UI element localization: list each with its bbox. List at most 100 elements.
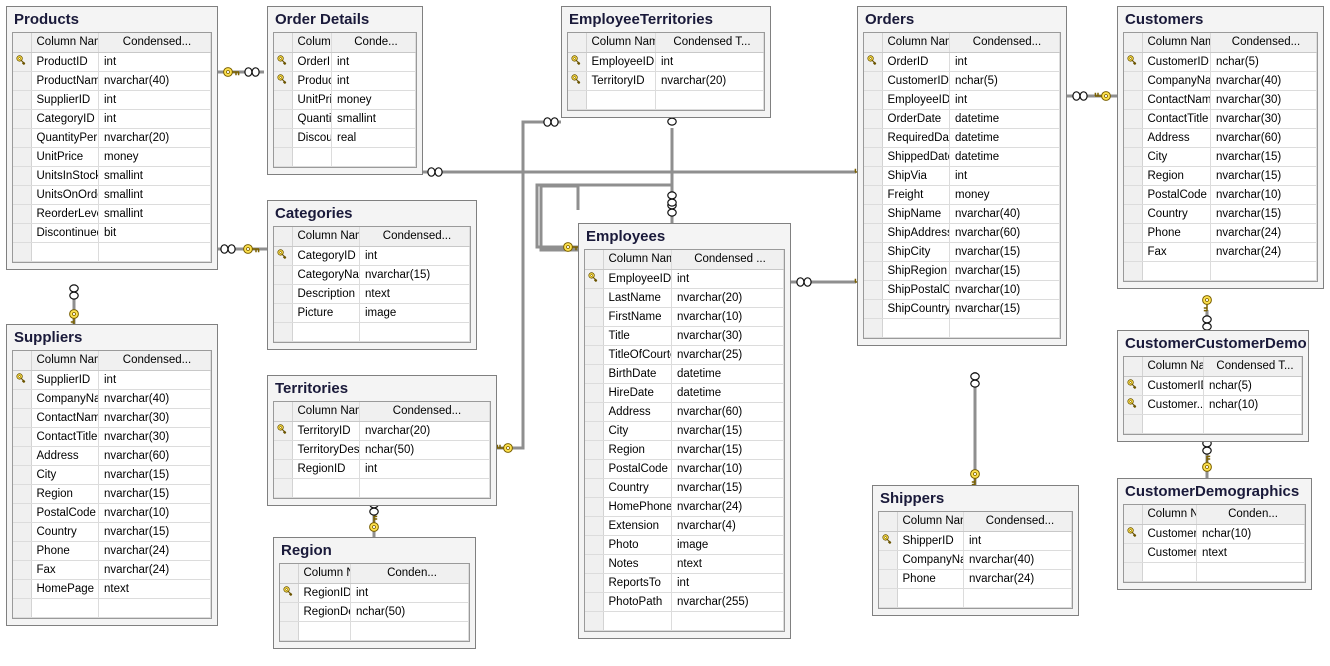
column-type-cell[interactable]: nvarchar(10) bbox=[98, 503, 211, 523]
header-column-name[interactable]: Column ... bbox=[292, 33, 332, 53]
column-name-cell[interactable]: ReorderLevel bbox=[31, 204, 99, 224]
column-name-cell[interactable]: SupplierID bbox=[31, 90, 99, 110]
column-type-cell[interactable]: nchar(5) bbox=[1210, 52, 1317, 72]
column-name-cell[interactable] bbox=[298, 621, 351, 641]
column-name-cell[interactable] bbox=[1142, 261, 1211, 281]
header-column-name[interactable]: Column Name bbox=[31, 351, 99, 371]
column-name-cell[interactable] bbox=[292, 478, 360, 498]
column-name-cell[interactable] bbox=[31, 598, 99, 618]
column-type-cell[interactable]: nchar(5) bbox=[949, 71, 1060, 91]
header-condensed-type[interactable]: Condensed... bbox=[963, 512, 1072, 532]
column-row[interactable]: QuantityPerUnitnvarchar(20) bbox=[13, 128, 211, 148]
column-name-cell[interactable]: OrderID bbox=[882, 52, 950, 72]
column-grid-customers[interactable]: Column NameCondensed...CustomerIDnchar(5… bbox=[1123, 32, 1318, 282]
column-name-cell[interactable]: Picture bbox=[292, 303, 360, 323]
column-name-cell[interactable] bbox=[1142, 562, 1197, 582]
column-type-cell[interactable]: datetime bbox=[949, 147, 1060, 167]
column-name-cell[interactable]: ProductID bbox=[292, 71, 332, 91]
header-condensed-type[interactable]: Conde... bbox=[331, 33, 416, 53]
column-type-cell[interactable]: int bbox=[331, 52, 416, 72]
column-type-cell[interactable]: nvarchar(20) bbox=[655, 71, 764, 91]
column-name-cell[interactable]: RegionID bbox=[298, 583, 351, 603]
column-type-cell[interactable]: int bbox=[98, 109, 211, 129]
column-name-cell[interactable]: PostalCode bbox=[31, 503, 99, 523]
column-type-cell[interactable]: nvarchar(30) bbox=[1210, 90, 1317, 110]
column-name-cell[interactable]: Quantity bbox=[292, 109, 332, 129]
column-type-cell[interactable] bbox=[331, 147, 416, 167]
header-condensed-type[interactable]: Condensed... bbox=[949, 33, 1060, 53]
header-condensed-type[interactable]: Conden... bbox=[350, 564, 469, 584]
column-name-cell[interactable]: ShipCountry bbox=[882, 299, 950, 319]
column-type-cell[interactable]: int bbox=[359, 459, 490, 479]
column-type-cell[interactable]: money bbox=[949, 185, 1060, 205]
column-type-cell[interactable]: money bbox=[331, 90, 416, 110]
column-name-cell[interactable]: Fax bbox=[31, 560, 99, 580]
column-row-empty[interactable] bbox=[864, 318, 1060, 338]
column-type-cell[interactable]: nvarchar(15) bbox=[98, 484, 211, 504]
column-type-cell[interactable]: nvarchar(255) bbox=[671, 592, 784, 612]
column-name-cell[interactable]: CategoryName bbox=[292, 265, 360, 285]
column-name-cell[interactable]: RegionDescription bbox=[298, 602, 351, 622]
column-name-cell[interactable]: UnitPrice bbox=[292, 90, 332, 110]
column-name-cell[interactable]: CustomerID bbox=[1142, 376, 1204, 396]
column-row-empty[interactable] bbox=[13, 242, 211, 262]
column-row-empty[interactable] bbox=[585, 611, 784, 631]
column-type-cell[interactable]: nvarchar(40) bbox=[98, 71, 211, 91]
column-type-cell[interactable]: datetime bbox=[949, 128, 1060, 148]
column-name-cell[interactable]: Address bbox=[31, 446, 99, 466]
column-type-cell[interactable]: ntext bbox=[98, 579, 211, 599]
header-column-name[interactable]: Column Name bbox=[31, 33, 99, 53]
column-row[interactable]: CompanyNamenvarchar(40) bbox=[1124, 71, 1317, 91]
column-name-cell[interactable]: Phone bbox=[1142, 223, 1211, 243]
column-grid-customer-demographics[interactable]: Column NameConden...CustomerTypeIDnchar(… bbox=[1123, 504, 1306, 583]
column-type-cell[interactable]: nvarchar(24) bbox=[98, 560, 211, 580]
column-type-cell[interactable] bbox=[949, 318, 1060, 338]
column-type-cell[interactable]: int bbox=[963, 531, 1072, 551]
column-name-cell[interactable]: TerritoryID bbox=[586, 71, 656, 91]
column-type-cell[interactable]: nvarchar(24) bbox=[98, 541, 211, 561]
column-type-cell[interactable]: nvarchar(15) bbox=[98, 522, 211, 542]
column-type-cell[interactable]: nvarchar(24) bbox=[671, 497, 784, 517]
column-name-cell[interactable]: BirthDate bbox=[603, 364, 672, 384]
column-type-cell[interactable]: nvarchar(40) bbox=[1210, 71, 1317, 91]
column-type-cell[interactable]: int bbox=[98, 90, 211, 110]
column-type-cell[interactable]: nvarchar(40) bbox=[963, 550, 1072, 570]
column-name-cell[interactable]: Address bbox=[603, 402, 672, 422]
column-grid-orders[interactable]: Column NameCondensed...OrderIDintCustome… bbox=[863, 32, 1061, 339]
header-condensed-type[interactable]: Condensed... bbox=[1210, 33, 1317, 53]
column-type-cell[interactable] bbox=[98, 598, 211, 618]
column-name-cell[interactable] bbox=[1142, 414, 1204, 434]
column-name-cell[interactable]: ShipAddress bbox=[882, 223, 950, 243]
column-type-cell[interactable]: nvarchar(30) bbox=[1210, 109, 1317, 129]
header-column-name[interactable]: Column Name bbox=[586, 33, 656, 53]
column-row[interactable]: ShipPostalCodenvarchar(10) bbox=[864, 280, 1060, 300]
column-row[interactable]: Customer...nchar(10) bbox=[1124, 395, 1302, 415]
header-column-name[interactable]: Column Name bbox=[882, 33, 950, 53]
